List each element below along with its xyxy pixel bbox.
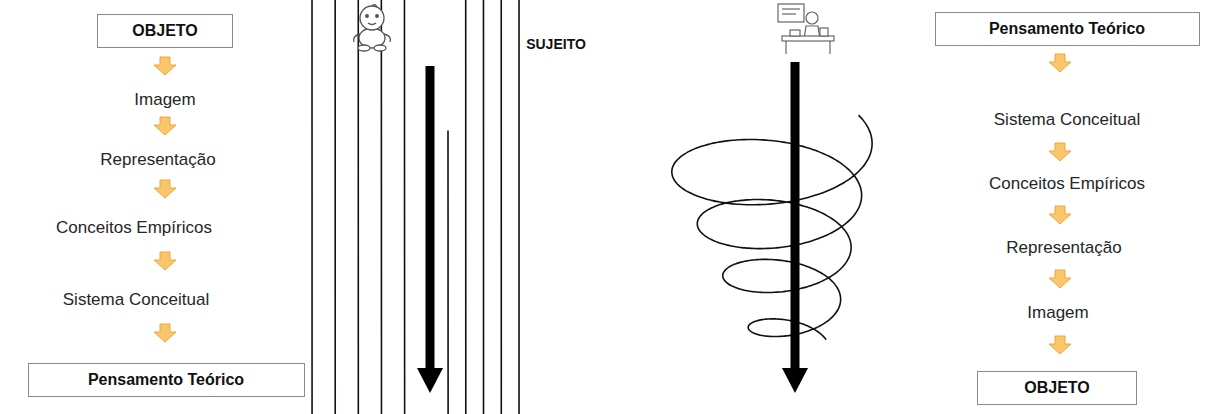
down-arrow-head [782, 368, 808, 393]
contracting-spiral [672, 115, 872, 340]
concept-box: Pensamento Teórico [935, 12, 1200, 46]
step-arrow [154, 57, 176, 75]
subject-label: SUJEITO [526, 36, 586, 52]
step-arrow [154, 117, 176, 135]
person-at-desk-icon [778, 4, 834, 54]
step-arrow [1049, 54, 1071, 72]
concept-box: OBJETO [977, 371, 1137, 405]
expanding-spiral [312, 0, 519, 414]
box-text: OBJETO [1024, 379, 1090, 397]
step-arrow [154, 252, 176, 270]
stage-label: Conceitos Empíricos [989, 174, 1145, 194]
step-arrow [1049, 143, 1071, 161]
stage-label: Sistema Conceitual [63, 290, 209, 310]
down-arrow-head [417, 368, 443, 393]
concept-box: Pensamento Teórico [28, 363, 305, 397]
step-arrow [154, 180, 176, 198]
stage-label: Imagem [1027, 303, 1088, 323]
stage-label: Sistema Conceitual [994, 110, 1140, 130]
baby-icon [354, 5, 391, 51]
down-arrow-shaft [791, 62, 800, 372]
stage-label: Representação [100, 150, 215, 170]
concept-box: OBJETO [97, 14, 233, 48]
box-text: Pensamento Teórico [88, 371, 244, 389]
step-arrow [1049, 206, 1071, 224]
step-arrow [1049, 270, 1071, 288]
stage-label: Imagem [134, 90, 195, 110]
step-arrow [1049, 336, 1071, 354]
box-text: OBJETO [132, 22, 198, 40]
step-arrows [154, 54, 1071, 354]
stage-label: Representação [1006, 238, 1121, 258]
step-arrow [154, 324, 176, 342]
box-text: Pensamento Teórico [989, 20, 1145, 38]
down-arrow-shaft [426, 66, 435, 372]
stage-label: Conceitos Empíricos [56, 218, 212, 238]
